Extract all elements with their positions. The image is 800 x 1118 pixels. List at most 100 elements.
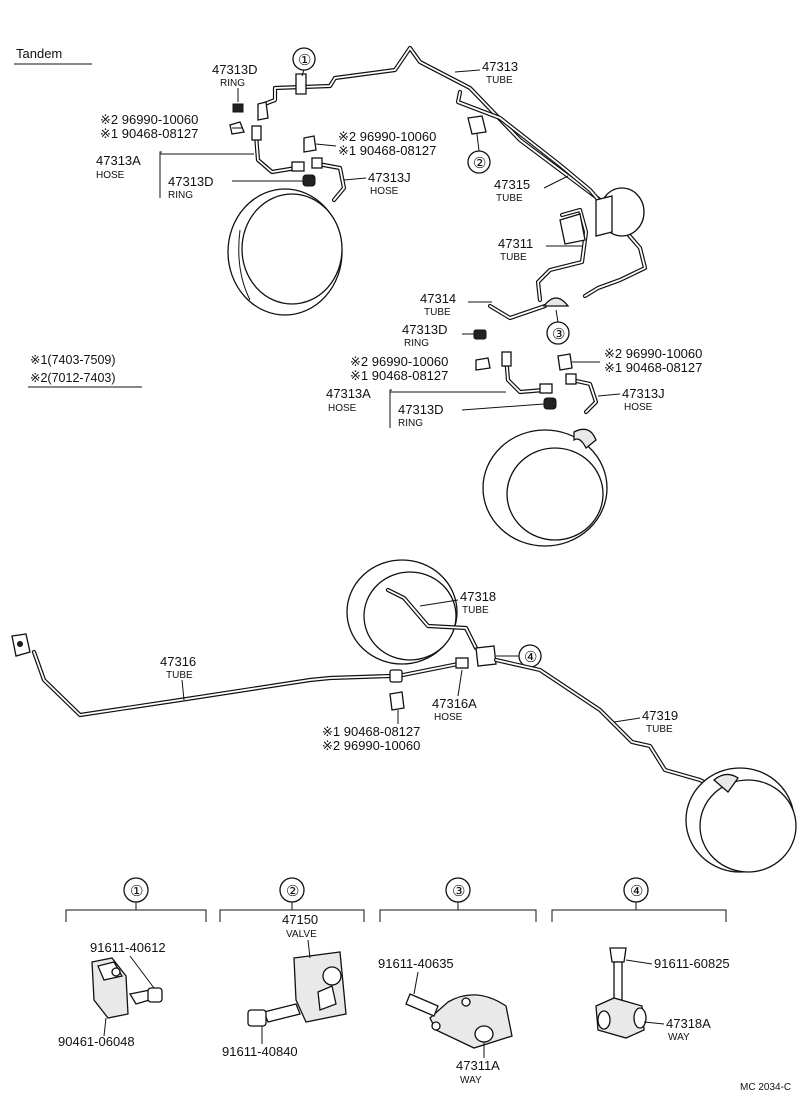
label-47316: 47316 <box>160 654 196 669</box>
label-bolt-mid-a-2: ※2 96990-10060 <box>350 354 448 369</box>
tube-47311-line <box>535 207 589 303</box>
union-bolt-mid-a <box>475 357 491 371</box>
svg-text:②: ② <box>286 883 299 900</box>
label-ring-low: RING <box>168 190 193 201</box>
ring-47313D-low-part <box>302 174 316 187</box>
fitting-upper <box>257 101 269 121</box>
label-47318A: 47318A <box>666 1016 711 1031</box>
label-detail-4-bolt: 91611-60825 <box>654 956 730 971</box>
label-hose-47313J-upper: HOSE <box>370 186 399 197</box>
label-47313D-mid-b: 47313D <box>398 402 444 417</box>
label-way-47318A: WAY <box>668 1032 690 1043</box>
label-ring-mid-a: RING <box>404 338 429 349</box>
detail-3-way <box>405 993 513 1049</box>
callout-2-detail <box>279 877 305 903</box>
tube-47316-line <box>31 649 393 718</box>
svg-text:①: ① <box>298 52 311 69</box>
hose-47313A-middle <box>501 351 553 395</box>
label-47313J-middle: 47313J <box>622 386 665 401</box>
label-hose-47313A-upper: HOSE <box>96 170 125 181</box>
callout-1-detail <box>123 877 149 903</box>
svg-text:①: ① <box>130 883 143 900</box>
label-detail-3-bolt: 91611-40635 <box>378 956 454 971</box>
legend-note-1: ※1(7403-7509) <box>30 353 116 367</box>
brake-drum-upper <box>227 188 343 316</box>
label-tube-47313: TUBE <box>486 75 513 86</box>
label-detail-2-bolt: 91611-40840 <box>222 1044 298 1059</box>
label-tube-47315: TUBE <box>496 193 523 204</box>
label-47313: 47313 <box>482 59 518 74</box>
label-47313D-mid-a: 47313D <box>402 322 448 337</box>
brake-drum-lower-left <box>346 559 458 665</box>
master-cylinder <box>559 187 645 245</box>
label-hose-47313J-middle: HOSE <box>624 402 653 413</box>
label-detail-1-bottom: 90461-06048 <box>58 1034 135 1049</box>
diagram-code: MC 2034-C <box>740 1082 791 1093</box>
label-ring-top: RING <box>220 78 245 89</box>
label-way-47311A: WAY <box>460 1075 482 1086</box>
detail-bracket-2 <box>219 902 365 922</box>
tube-47319-line <box>493 657 723 793</box>
label-tube-47319: TUBE <box>646 724 673 735</box>
hose-47316A-line <box>389 657 469 683</box>
valve-2-part <box>467 115 487 135</box>
union-bolt-mid <box>303 135 317 153</box>
label-47313D-top: 47313D <box>212 62 258 77</box>
detail-1-clamp <box>91 957 163 1019</box>
label-bolt-mid-2: ※2 96990-10060 <box>338 129 436 144</box>
svg-text:③: ③ <box>552 326 565 343</box>
label-bolt-mid-b-1: ※1 90468-08127 <box>604 360 702 375</box>
tube-47314-line <box>487 303 548 321</box>
union-bolt-mid-b <box>557 353 573 371</box>
label-ring-mid-b: RING <box>398 418 423 429</box>
label-bolt-lower-2: ※2 96990-10060 <box>322 738 420 753</box>
callout-3-detail <box>445 877 471 903</box>
label-47318: 47318 <box>460 589 496 604</box>
ring-47313D-top-part <box>232 103 244 113</box>
detail-2-valve <box>247 951 347 1027</box>
hose-47313J-upper <box>311 157 347 203</box>
tube-47313-line <box>259 45 608 215</box>
label-47315: 47315 <box>494 177 530 192</box>
tube-47318-line <box>385 587 479 651</box>
hose-47313J-middle <box>565 373 599 415</box>
hose-47313A-upper <box>251 125 305 175</box>
way-4-part <box>475 645 497 667</box>
way-3-part <box>542 297 570 307</box>
label-47311: 47311 <box>498 236 533 251</box>
label-47313J-upper: 47313J <box>368 170 411 185</box>
union-bolt-lower <box>389 691 405 711</box>
label-tube-47316: TUBE <box>166 670 193 681</box>
brake-drum-middle <box>482 428 608 547</box>
label-detail-1-top: 91611-40612 <box>90 940 166 955</box>
diagram-title: Tandem <box>16 46 62 61</box>
label-bolt-mid-b-2: ※2 96990-10060 <box>604 346 702 361</box>
label-hose-47313A-middle: HOSE <box>328 403 357 414</box>
callout-4-detail <box>623 877 649 903</box>
label-47313A-middle: 47313A <box>326 386 371 401</box>
label-tube-47318: TUBE <box>462 605 489 616</box>
svg-text:②: ② <box>473 155 486 172</box>
label-bolt-mid-a-1: ※1 90468-08127 <box>350 368 448 383</box>
label-hose-47316A: HOSE <box>434 712 463 723</box>
label-47319: 47319 <box>642 708 678 723</box>
label-tube-47311: TUBE <box>500 252 527 263</box>
ring-47313D-mid-a-part <box>473 329 487 340</box>
label-47313D-low: 47313D <box>168 174 214 189</box>
label-47316A: 47316A <box>432 696 477 711</box>
detail-bracket-3 <box>379 902 537 922</box>
label-47311A: 47311A <box>456 1058 500 1073</box>
label-47314: 47314 <box>420 291 456 306</box>
ring-47313D-mid-b-part <box>543 397 557 410</box>
legend-note-2: ※2(7012-7403) <box>30 371 116 385</box>
svg-text:④: ④ <box>524 649 537 666</box>
svg-text:④: ④ <box>630 883 643 900</box>
label-bolt-left-1: ※1 90468-08127 <box>100 126 198 141</box>
detail-bracket-4 <box>551 902 727 922</box>
label-bolt-lower-1: ※1 90468-08127 <box>322 724 420 739</box>
detail-bracket-1 <box>65 902 207 922</box>
label-tube-47314: TUBE <box>424 307 451 318</box>
label-valve-47150: VALVE <box>286 929 317 940</box>
brake-drum-lower-right <box>685 767 797 873</box>
